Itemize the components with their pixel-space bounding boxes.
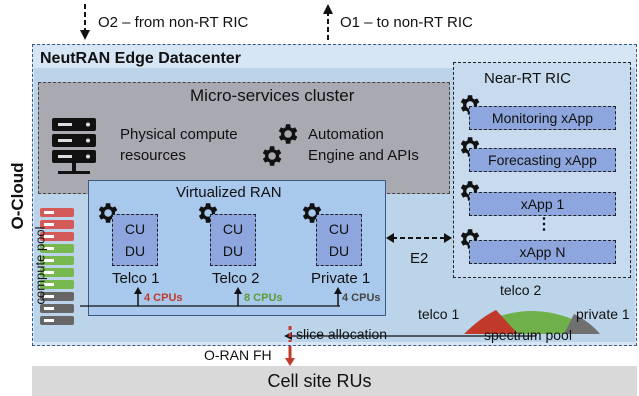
spectrum-pool-shape bbox=[464, 310, 600, 334]
cell-site-rus-bar bbox=[32, 366, 637, 396]
du-label: DU bbox=[328, 243, 350, 259]
e2-label: E2 bbox=[410, 250, 429, 267]
gear-icon bbox=[262, 146, 282, 166]
cu-label: CU bbox=[328, 221, 350, 237]
xapp-monitoring[interactable]: Monitoring xApp bbox=[469, 106, 616, 130]
compute-label-line2: resources bbox=[120, 147, 186, 164]
tenant-telco2-label: Telco 2 bbox=[212, 270, 260, 287]
compute-label-line1: Physical compute bbox=[120, 126, 238, 143]
cell-site-label: Cell site RUs bbox=[267, 371, 372, 391]
slice-allocation-label: slice allocation bbox=[296, 326, 388, 342]
server-icon bbox=[52, 118, 96, 174]
cpu-telco1: 4 CPUs bbox=[144, 292, 183, 304]
cu-du-telco2[interactable]: CU DU bbox=[210, 214, 256, 266]
compute-pool-icon bbox=[40, 208, 74, 325]
vran-title: Virtualized RAN bbox=[176, 184, 282, 201]
o1-arrowhead bbox=[323, 4, 333, 14]
du-label: DU bbox=[222, 243, 244, 259]
automation-label-line1: Automation bbox=[308, 126, 384, 143]
near-rt-ric-title: Near-RT RIC bbox=[484, 70, 571, 87]
spectrum-pool-label: spectrum pool bbox=[484, 327, 572, 343]
gear-icon bbox=[278, 124, 298, 144]
tenant-telco1-label: Telco 1 bbox=[112, 270, 160, 287]
cu-label: CU bbox=[124, 221, 146, 237]
spectrum-telco1-label: telco 1 bbox=[418, 306, 460, 322]
o1-label: O1 – to non-RT RIC bbox=[340, 14, 473, 31]
oran-fh-label: O-RAN FH bbox=[204, 347, 272, 363]
xapp-forecasting[interactable]: Forecasting xApp bbox=[469, 148, 616, 172]
edge-title: NeutRAN Edge Datacenter bbox=[40, 50, 241, 67]
cu-du-private1[interactable]: CU DU bbox=[316, 214, 362, 266]
du-label: DU bbox=[124, 243, 146, 259]
spectrum-telco2-label: telco 2 bbox=[500, 282, 542, 298]
xapp-n[interactable]: xApp N bbox=[469, 240, 616, 264]
cpu-private1: 4 CPUs bbox=[342, 292, 381, 304]
cu-du-telco1[interactable]: CU DU bbox=[112, 214, 158, 266]
cpu-telco2: 8 CPUs bbox=[244, 292, 283, 304]
spectrum-private1-label: private 1 bbox=[576, 306, 630, 322]
microservices-cluster bbox=[38, 82, 450, 194]
cu-label: CU bbox=[222, 221, 244, 237]
o2-arrowhead bbox=[80, 30, 90, 40]
o2-label: O2 – from non-RT RIC bbox=[98, 14, 249, 31]
automation-label-line2: Engine and APIs bbox=[308, 147, 419, 164]
tenant-private1-label: Private 1 bbox=[311, 270, 371, 287]
xapp-ellipsis: ⋮ bbox=[536, 216, 552, 233]
xapp-1[interactable]: xApp 1 bbox=[469, 192, 616, 216]
micro-title: Micro-services cluster bbox=[190, 86, 355, 105]
